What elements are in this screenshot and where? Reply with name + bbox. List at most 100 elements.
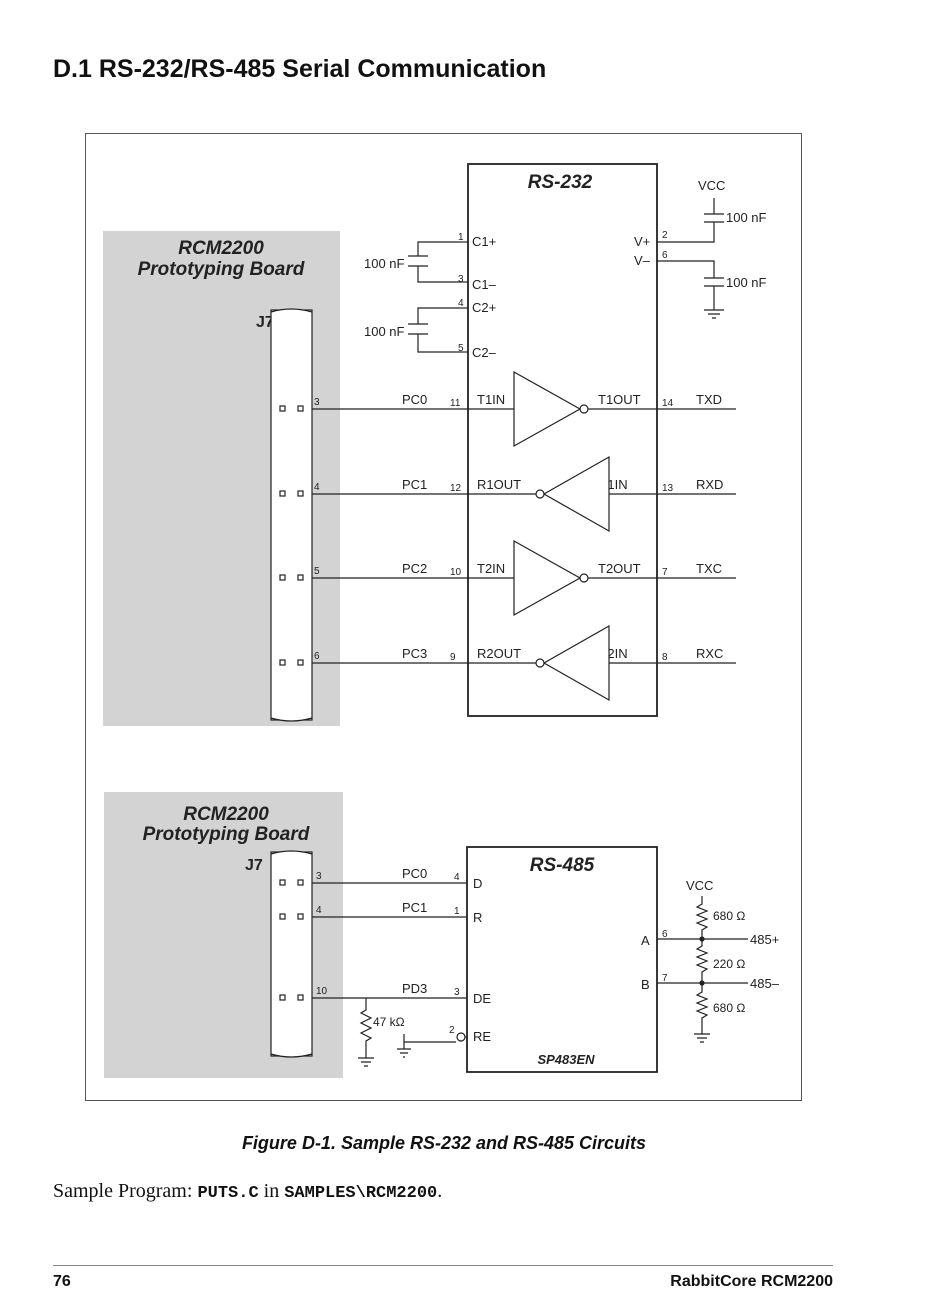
j7-pin-number: 10	[316, 986, 328, 997]
signal-name: PD3	[402, 981, 427, 996]
pin-pad	[279, 490, 286, 497]
signal-name: PC0	[402, 392, 427, 407]
ground-symbol	[694, 1033, 710, 1043]
footer-rule	[53, 1265, 833, 1266]
external-signal: TXD	[696, 392, 722, 407]
circuit-figure: RCM2200 Prototyping Board J7 RS-232 100 …	[85, 133, 802, 1101]
pin-label: B	[641, 977, 650, 992]
chip-pin-number: 13	[662, 483, 674, 494]
pin-label: V–	[634, 253, 651, 268]
chip-pin-label: R	[473, 910, 482, 925]
pin-pad	[279, 994, 286, 1001]
pin-number: 7	[662, 973, 668, 984]
sample-dir: SAMPLES\RCM2200	[284, 1184, 438, 1203]
ground-symbol	[358, 1057, 374, 1067]
schematic: RCM2200 Prototyping Board J7 RS-232 100 …	[103, 163, 780, 1078]
receiver-buffer	[542, 455, 657, 533]
chip-pin-label: T1IN	[477, 392, 505, 407]
page-number: 76	[53, 1273, 71, 1290]
pin-pad	[297, 994, 304, 1001]
pulldown-label: 47 kΩ	[373, 1015, 405, 1029]
pin-number: 6	[662, 929, 668, 940]
chip-pin-number: 4	[454, 872, 460, 883]
vcc-label: VCC	[698, 178, 725, 193]
chip-pin-number: 11	[450, 398, 461, 409]
external-signal: RXD	[696, 477, 723, 492]
board-title-line1: RCM2200	[178, 238, 264, 259]
pin-pad	[279, 574, 286, 581]
chip-title: RS-485	[530, 855, 595, 876]
chip-title: RS-232	[528, 172, 593, 193]
figure-caption: Figure D-1. Sample RS-232 and RS-485 Cir…	[241, 1133, 647, 1153]
output-plus: 485+	[750, 932, 779, 947]
sample-program-line: Sample Program: PUTS.C in SAMPLES\RCM220…	[53, 1180, 442, 1203]
cap-c1-label: 100 nF	[364, 256, 405, 271]
chip-pin-number: 10	[450, 567, 462, 578]
pin-pad	[297, 574, 304, 581]
board-title-line1: RCM2200	[183, 804, 269, 825]
j7-header-bottom	[270, 851, 313, 1057]
chip-pin-label: DE	[473, 991, 491, 1006]
rs485-chip	[466, 846, 658, 1073]
cap-vplus-label: 100 nF	[726, 210, 767, 225]
rs232-chip	[467, 163, 658, 717]
pin-label: C1–	[472, 277, 497, 292]
book-title: RabbitCore RCM2200	[670, 1273, 833, 1290]
chip-pin-number: 9	[450, 652, 456, 663]
signal-name: PC1	[402, 900, 427, 915]
pin-number: 2	[662, 230, 668, 241]
board-title-line2: Prototyping Board	[138, 259, 305, 280]
connector-label: J7	[256, 314, 274, 331]
pin-label: V+	[634, 234, 650, 249]
chip-pin-label: T2IN	[477, 561, 505, 576]
ground-symbol	[397, 1048, 411, 1058]
chip-pin-label: T1OUT	[598, 392, 641, 407]
chip-pin-number: 3	[454, 987, 460, 998]
rs232-signal-row: 3 PC0 11 T1IN T1OUT 14 TXD	[279, 370, 736, 448]
ground-symbol	[704, 309, 724, 319]
chip-pin-number: 14	[662, 398, 674, 409]
chip-pin-number: 1	[454, 906, 460, 917]
pin-label: A	[641, 933, 650, 948]
resistor-bot-label: 680 Ω	[713, 1001, 745, 1015]
rs485-signal-row: 10 PD3 3 DE	[279, 981, 491, 1006]
pin-number: 6	[662, 250, 668, 261]
chip-pin-number: 12	[450, 483, 462, 494]
chip-pin-number: 7	[662, 567, 668, 578]
pin-pad	[297, 913, 304, 920]
j7-pin-number: 4	[314, 482, 320, 493]
board-title-line2: Prototyping Board	[143, 824, 310, 845]
driver-buffer	[468, 539, 582, 617]
section-heading: D.1 RS-232/RS-485 Serial Communication	[53, 55, 547, 83]
j7-pin-number: 6	[314, 651, 320, 662]
pin-number: 4	[458, 298, 464, 309]
pin-pad	[279, 879, 286, 886]
connector-label: J7	[245, 857, 263, 874]
j7-pin-number: 3	[314, 397, 320, 408]
cap-c2-label: 100 nF	[364, 324, 405, 339]
j7-pin-number: 3	[316, 871, 322, 882]
pin-pad	[279, 405, 286, 412]
resistor-top-label: 680 Ω	[713, 909, 745, 923]
rs485-signal-row: 4 PC1 1 R	[279, 900, 482, 925]
external-signal: TXC	[696, 561, 722, 576]
pin-pad	[297, 879, 304, 886]
j7-pin-number: 4	[316, 905, 322, 916]
chip-pin-number: 8	[662, 652, 668, 663]
sample-prefix: Sample Program:	[53, 1180, 198, 1202]
signal-name: PC2	[402, 561, 427, 576]
cap-vminus-label: 100 nF	[726, 275, 767, 290]
pin-pad	[297, 405, 304, 412]
signal-name: PC0	[402, 866, 427, 881]
pin-pad	[297, 659, 304, 666]
part-number: SP483EN	[537, 1052, 595, 1067]
receiver-buffer	[542, 624, 657, 702]
pin-number: 2	[449, 1025, 455, 1036]
driver-buffer	[468, 370, 582, 448]
pin-label: C2–	[472, 345, 497, 360]
pin-label: C2+	[472, 300, 496, 315]
pin-pad	[279, 659, 286, 666]
